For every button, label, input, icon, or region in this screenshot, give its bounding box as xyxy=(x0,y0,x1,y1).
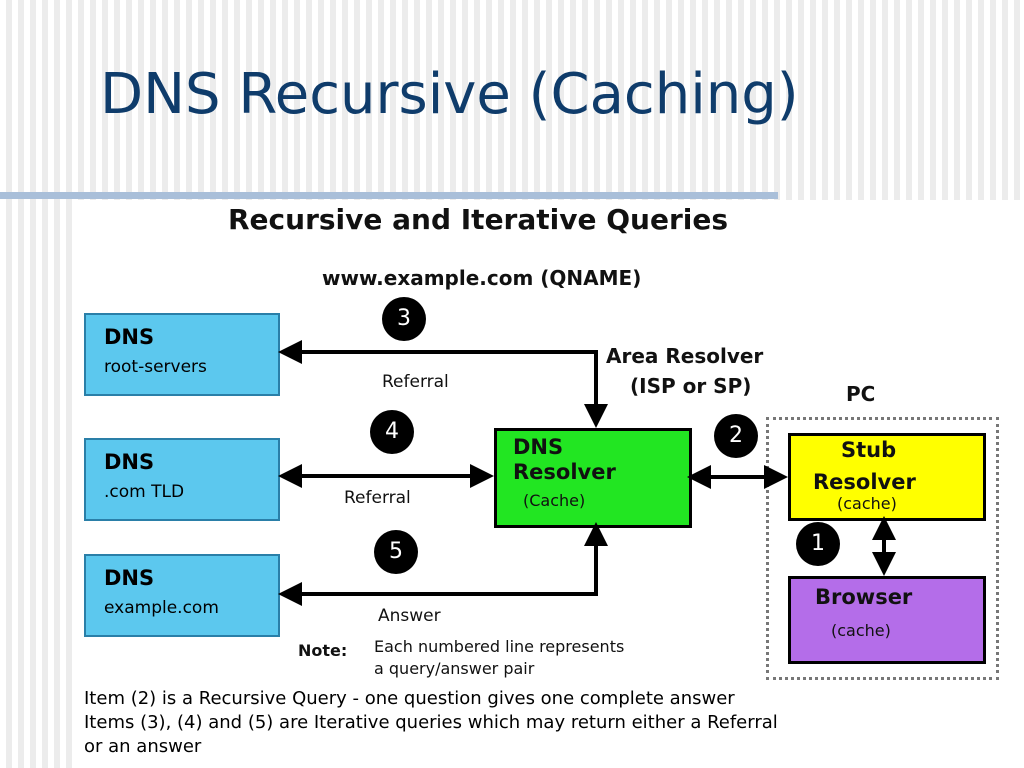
dns-example-com-box: DNS example.com xyxy=(84,554,280,637)
footer-line-2: Items (3), (4) and (5) are Iterative que… xyxy=(84,712,778,733)
note-line-2: a query/answer pair xyxy=(374,659,535,678)
dns-resolver-cache: (Cache) xyxy=(523,491,586,510)
edge-label-referral-2: Referral xyxy=(344,488,411,508)
step-number-4: 4 xyxy=(370,410,414,454)
pc-boundary xyxy=(766,417,999,680)
dns-resolver-line2: Resolver xyxy=(513,460,616,484)
dns-com-tld-box: DNS .com TLD xyxy=(84,438,280,521)
slide-title: DNS Recursive (Caching) xyxy=(100,62,799,127)
server-title: DNS xyxy=(104,566,155,590)
step-number-5: 5 xyxy=(374,530,418,574)
server-title: DNS xyxy=(104,450,155,474)
area-resolver-sublabel: (ISP or SP) xyxy=(630,374,752,398)
note-line-1: Each numbered line represents xyxy=(374,637,625,656)
browser-line1: Browser xyxy=(815,585,913,609)
stub-resolver-cache: (cache) xyxy=(837,494,897,513)
note-label: Note: xyxy=(298,641,348,660)
footer-line-3: or an answer xyxy=(84,736,202,757)
edge-label-referral-1: Referral xyxy=(382,372,449,392)
step-number-1: 1 xyxy=(796,522,840,566)
server-name: example.com xyxy=(104,598,219,618)
server-title: DNS xyxy=(104,325,155,349)
edge-label-answer: Answer xyxy=(378,606,441,626)
server-name: .com TLD xyxy=(104,482,185,502)
dns-resolver-line1: DNS xyxy=(513,435,564,459)
stub-resolver-line1: Stub xyxy=(841,438,897,462)
diagram-title: Recursive and Iterative Queries xyxy=(228,203,729,236)
step-number-2: 2 xyxy=(714,414,758,458)
browser-cache: (cache) xyxy=(831,621,891,640)
server-name: root-servers xyxy=(104,357,207,377)
arrow-query-5 xyxy=(278,522,608,606)
step-number-3: 3 xyxy=(382,297,426,341)
stub-resolver-line2: Resolver xyxy=(813,470,916,494)
dns-root-servers-box: DNS root-servers xyxy=(84,313,280,396)
area-resolver-label: Area Resolver xyxy=(606,344,764,368)
stub-resolver-box: Stub Resolver (cache) xyxy=(788,433,986,521)
qname-label: www.example.com (QNAME) xyxy=(322,266,642,290)
arrow-query-3 xyxy=(278,340,608,428)
pc-label: PC xyxy=(846,382,876,406)
title-divider xyxy=(0,192,778,199)
browser-box: Browser (cache) xyxy=(788,576,986,664)
footer-line-1: Item (2) is a Recursive Query - one ques… xyxy=(84,688,735,709)
